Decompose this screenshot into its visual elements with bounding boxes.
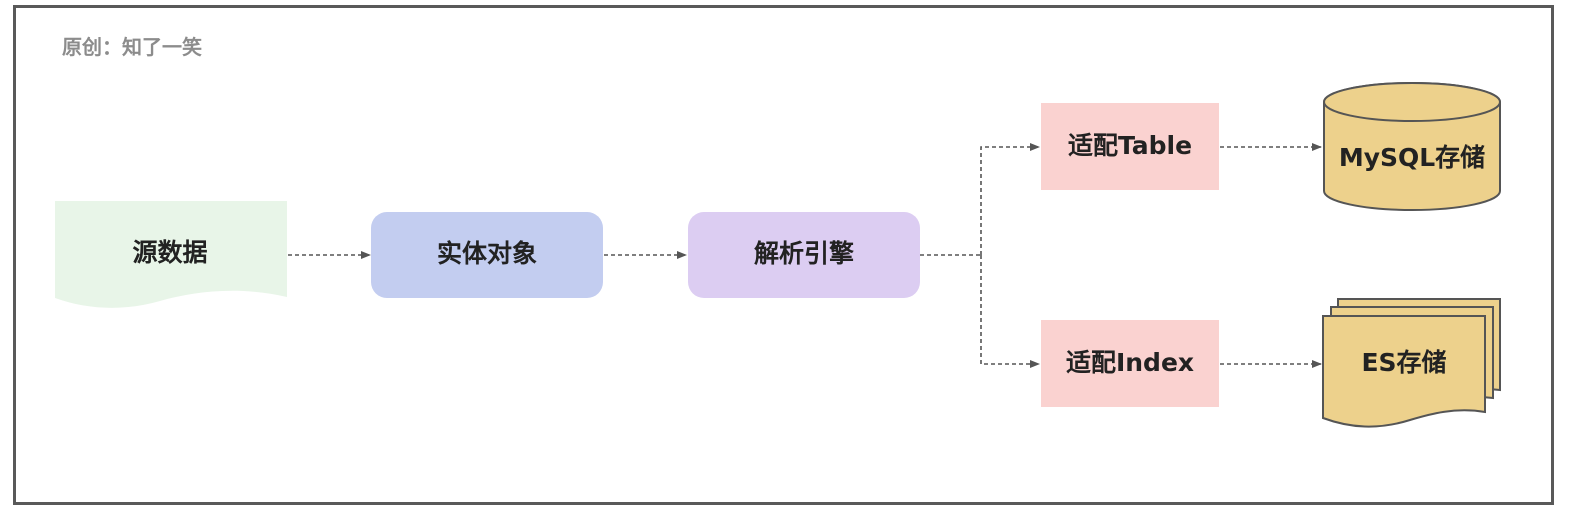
parse-engine-label: 解析引擎 (754, 239, 854, 268)
entity-object-box (371, 212, 603, 298)
node-es-storage: ES存储 (1322, 298, 1501, 428)
edges (288, 143, 1322, 368)
entity-object-label: 实体对象 (437, 239, 537, 268)
parse-engine-box (688, 212, 920, 298)
node-adapt-table: 适配Table (1041, 103, 1219, 190)
adapt-table-label: 适配Table (1068, 131, 1192, 160)
node-adapt-index: 适配Index (1041, 320, 1219, 407)
edge-engine-to-adapt-table (980, 143, 1040, 255)
adapt-index-label: 适配Index (1066, 348, 1194, 377)
node-parse-engine: 解析引擎 (688, 212, 920, 298)
es-document-front (1322, 315, 1486, 428)
credit-text: 原创：知了一笑 (62, 35, 202, 59)
node-mysql-storage: MySQL存储 (1323, 82, 1501, 211)
node-entity-object: 实体对象 (371, 212, 603, 298)
edge-engine-to-adapt-index (980, 255, 1040, 368)
source-data-label: 源数据 (132, 238, 207, 267)
mysql-storage-label: MySQL存储 (1339, 143, 1485, 172)
adapt-index-box (1041, 320, 1219, 407)
adapt-table-box (1041, 103, 1219, 190)
es-storage-label: ES存储 (1361, 348, 1446, 377)
mysql-cylinder-top (1323, 82, 1501, 122)
source-data-shape (55, 201, 287, 308)
node-source-data: 源数据 (55, 201, 287, 308)
